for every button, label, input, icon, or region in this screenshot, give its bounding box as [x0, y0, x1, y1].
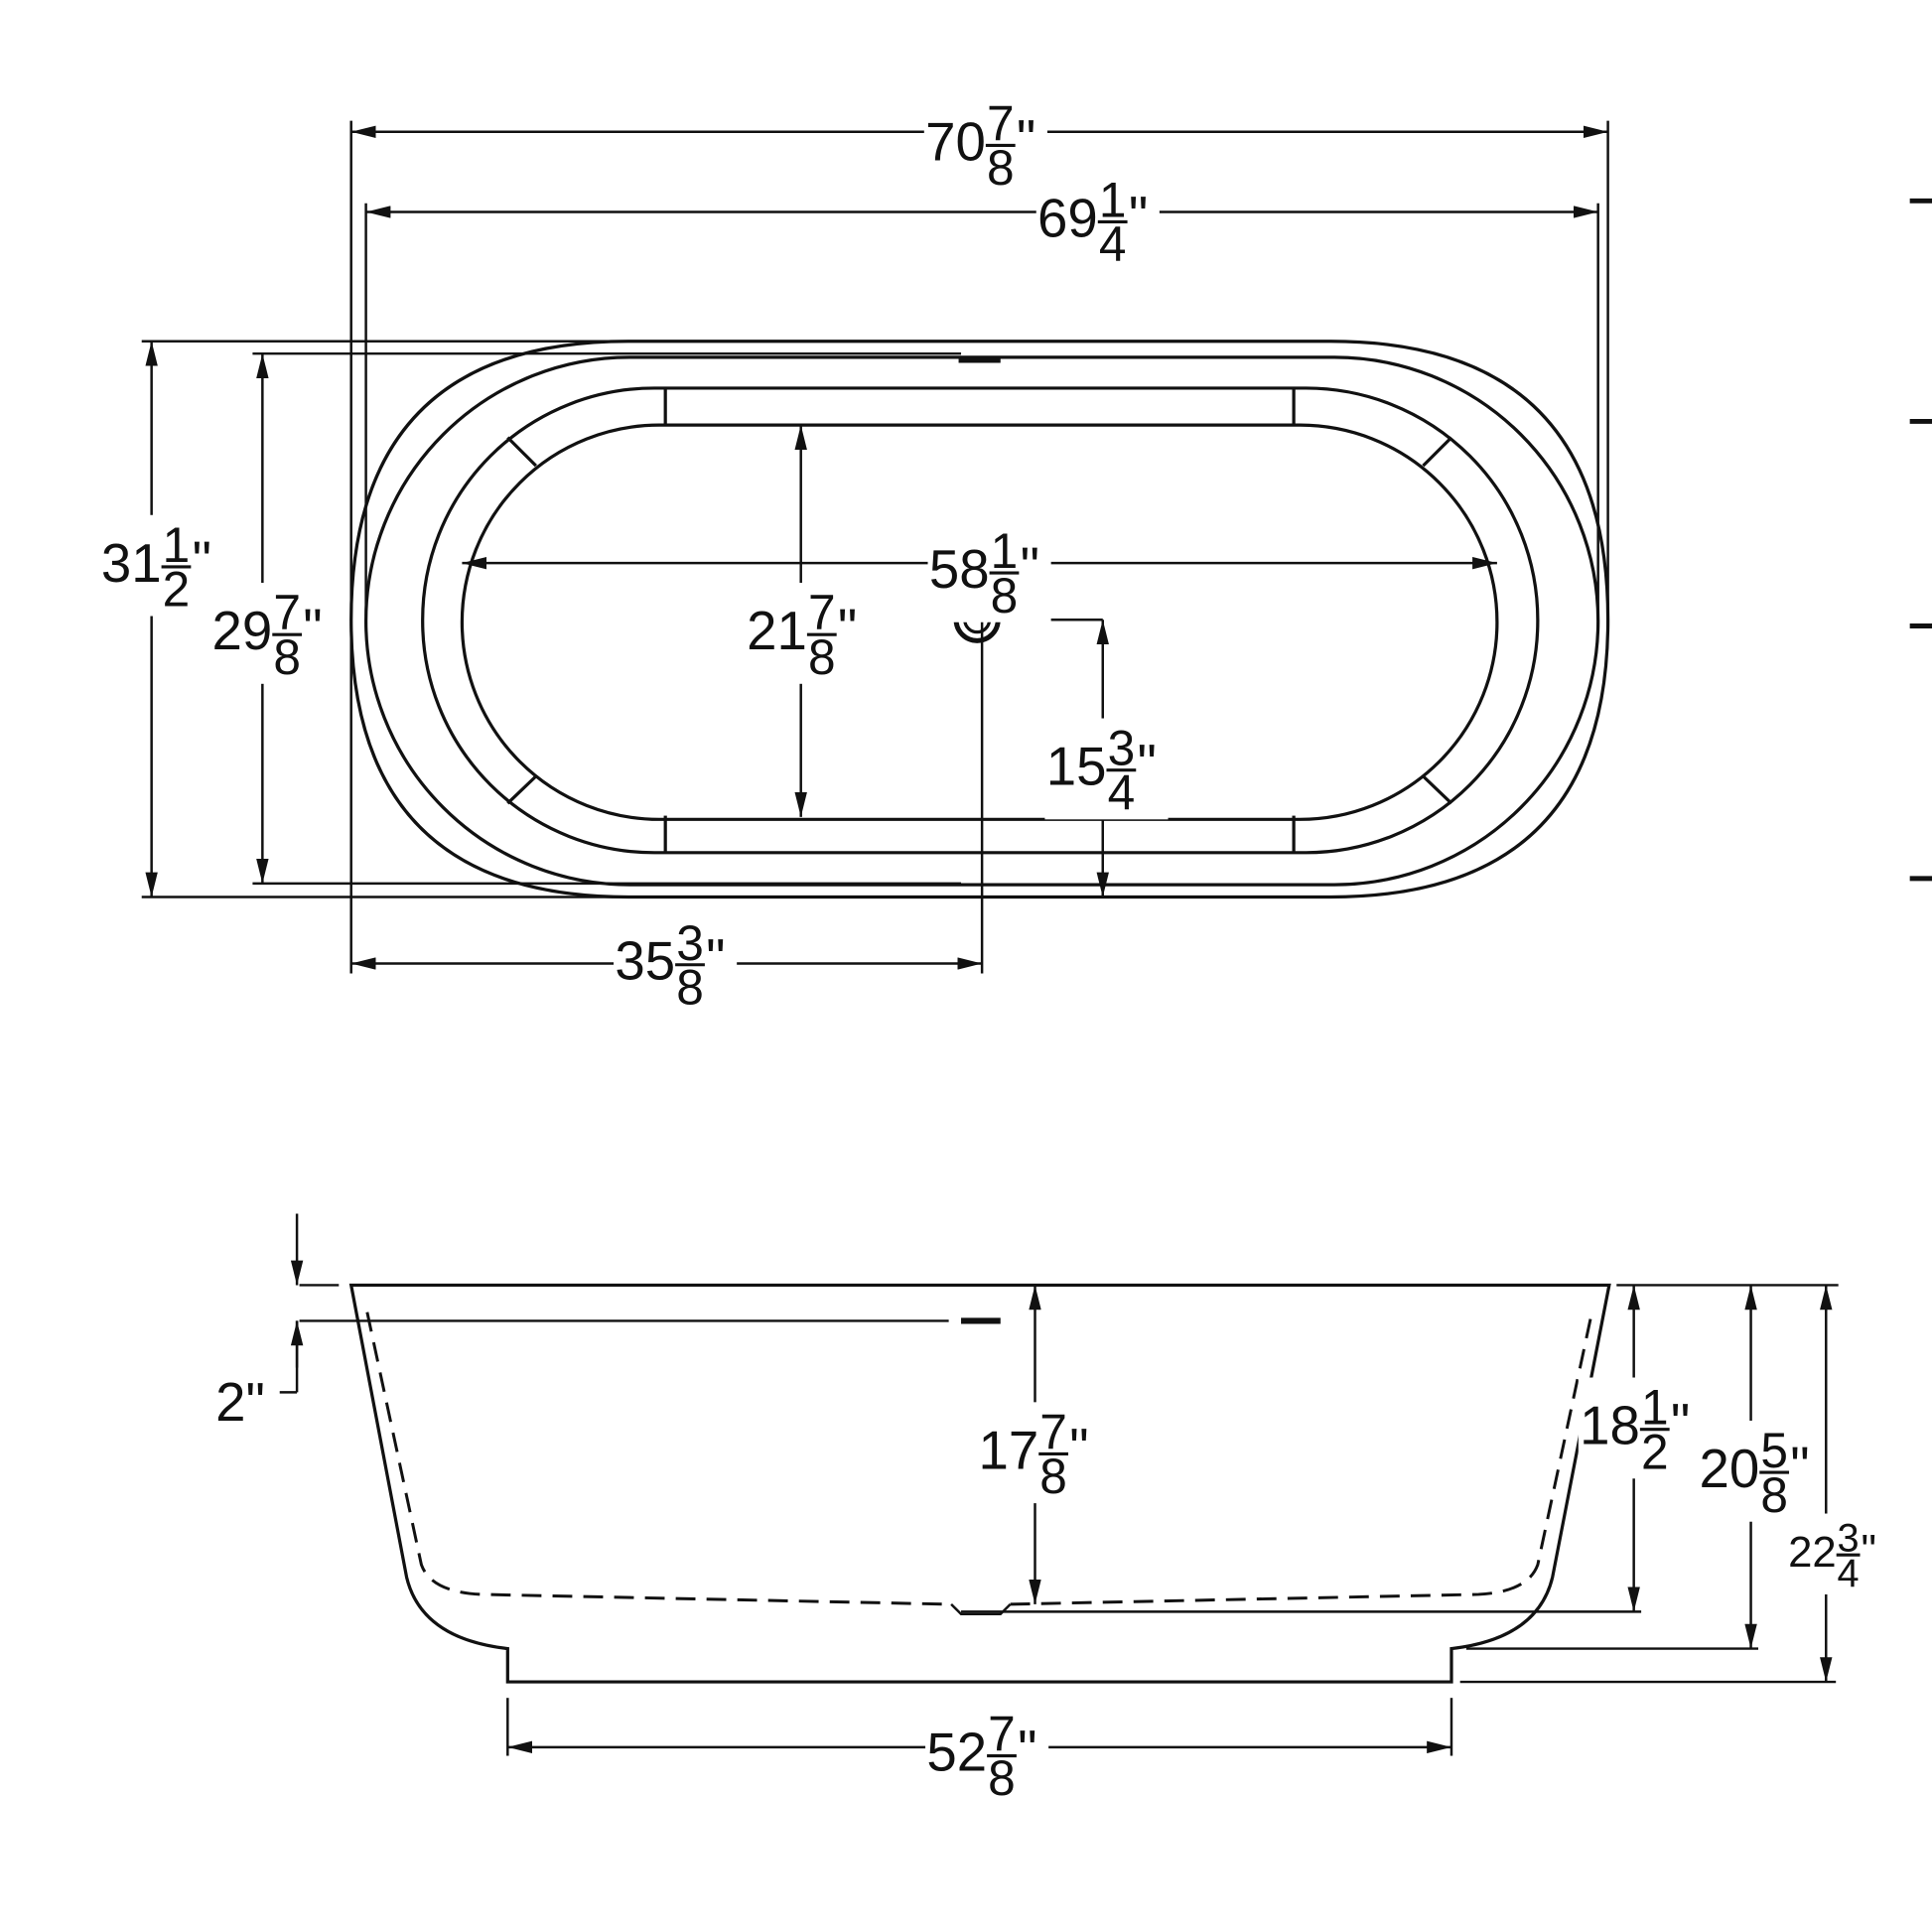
armrest-segment-lines [506, 387, 1453, 853]
tub-side-outline [348, 1283, 1611, 1684]
dimension-denominator: 8 [991, 568, 1019, 623]
dimension-numerator: 7 [1039, 1405, 1067, 1460]
dimension-whole: 22 [1788, 1528, 1837, 1577]
label-mask [203, 1376, 280, 1429]
dimension-whole: 70 [925, 111, 986, 172]
dimension-denominator: 8 [808, 629, 836, 685]
inch-mark: " [1790, 1436, 1809, 1496]
dimension-label-overflow-depth: 2" [203, 1372, 280, 1433]
dimension-denominator: 2 [163, 562, 191, 618]
dimension-whole: 69 [1037, 188, 1098, 248]
inch-mark: " [1862, 1526, 1877, 1575]
top-view [141, 120, 1610, 974]
dimension-denominator: 4 [1838, 1552, 1860, 1595]
tub-outer-outline [349, 340, 1610, 899]
inner-basin-hidden-line [365, 1311, 1593, 1606]
dimension-denominator: 8 [988, 1750, 1016, 1806]
dimension-numerator: 5 [1760, 1423, 1788, 1478]
label-mask [925, 1704, 1049, 1806]
dimension-denominator: 4 [1099, 216, 1127, 272]
basin-outline [460, 423, 1499, 821]
top-extension-lines [141, 120, 1609, 974]
dimension-denominator: 8 [987, 140, 1015, 196]
dimension-numerator: 7 [987, 95, 1015, 151]
dimension-whole: 21 [747, 601, 807, 661]
inch-mark: " [706, 928, 725, 989]
inch-mark: " [1129, 186, 1148, 246]
dimension-whole: 17 [978, 1420, 1038, 1480]
inch-mark: " [193, 530, 211, 591]
dimension-denominator: 8 [273, 629, 301, 685]
deck-outline [421, 386, 1540, 855]
dimension-whole: 52 [926, 1722, 987, 1782]
inch-mark: " [838, 599, 857, 659]
inch-mark: " [1021, 537, 1039, 598]
dimension-numerator: 1 [1641, 1380, 1669, 1436]
inch-mark: " [303, 599, 322, 659]
dimension-numerator: 3 [1838, 1516, 1860, 1560]
dimension-denominator: 8 [676, 959, 704, 1015]
inch-mark: " [1069, 1418, 1088, 1478]
dimension-numerator: 1 [163, 517, 191, 573]
drain-hidden [950, 1602, 1012, 1616]
dimension-whole: 31 [101, 533, 162, 594]
dimension-numerator: 7 [273, 585, 301, 640]
dimension-numerator: 3 [676, 915, 704, 971]
side-extension-lines [264, 1284, 1839, 1756]
dimension-whole: 29 [212, 601, 273, 661]
dimension-numerator: 1 [1099, 172, 1127, 227]
dimension-numerator: 1 [991, 523, 1019, 579]
dimension-whole: 58 [929, 539, 990, 600]
dimension-numerator: 7 [808, 585, 836, 640]
edge-tick-marks [1909, 198, 1932, 882]
dimension-denominator: 2 [1641, 1424, 1669, 1479]
inch-mark: " [1671, 1393, 1690, 1453]
dimension-numerator: 7 [988, 1707, 1016, 1762]
dimension-value: 2" [215, 1372, 265, 1433]
dimension-denominator: 8 [1760, 1467, 1788, 1523]
dimension-whole: 18 [1580, 1396, 1640, 1456]
dimension-whole: 20 [1700, 1439, 1760, 1499]
dimension-whole: 35 [615, 931, 675, 992]
label-mask [977, 1402, 1101, 1504]
inch-mark: " [1138, 734, 1157, 794]
inch-mark: " [1017, 109, 1035, 170]
dimension-whole: 15 [1046, 737, 1107, 797]
dimension-numerator: 3 [1108, 721, 1136, 776]
dimension-denominator: 8 [1039, 1449, 1067, 1504]
inch-mark: " [1018, 1720, 1036, 1780]
dimension-denominator: 4 [1108, 764, 1136, 820]
